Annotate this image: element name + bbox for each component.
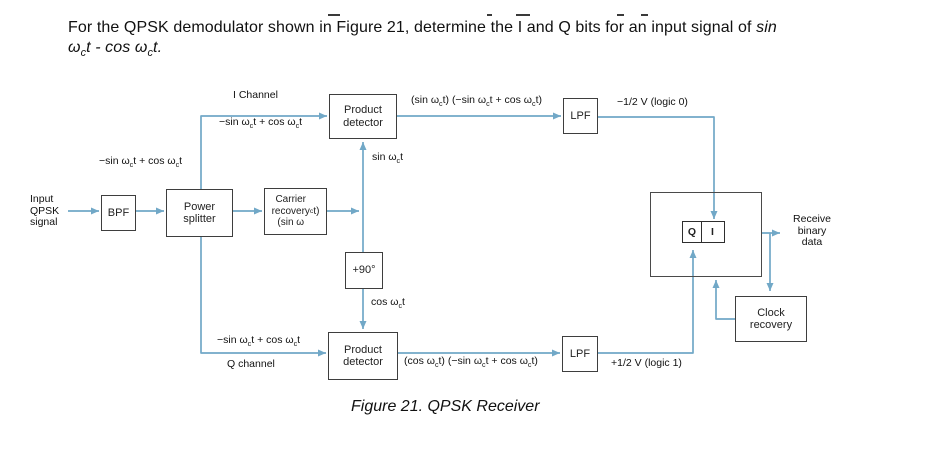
question-line-1: For the QPSK demodulator shown in Figure… <box>68 18 908 38</box>
product-top-output-label: (sin ωct) (−sin ωct + cos ωct) <box>411 94 542 109</box>
cos-carrier-label: cos ωct <box>371 296 405 311</box>
product-bottom-output-label: (cos ωct) (−sin ωct + cos ωct) <box>404 355 538 370</box>
scan-artifact-dash <box>617 14 624 16</box>
wire-lpftop-to-register <box>598 116 718 219</box>
scan-artifact-dash <box>641 14 648 16</box>
bpf-block: BPF <box>101 195 136 231</box>
question-line1-normal: For the QPSK demodulator shown in Figure… <box>68 19 757 36</box>
logic0-label: −1/2 V (logic 0) <box>617 96 688 108</box>
wire-clock-to-register <box>712 280 735 320</box>
lpf-top-block: LPF <box>563 98 598 134</box>
figure-caption: Figure 21. QPSK Receiver <box>351 398 540 415</box>
wire-lpfbottom-to-register <box>598 250 697 354</box>
logic1-label: +1/2 V (logic 1) <box>611 357 682 369</box>
register-q-cell: Q <box>682 221 702 243</box>
wire-i-channel <box>200 112 327 189</box>
i-channel-label: I Channel <box>233 89 278 101</box>
question-line1-italic: sin <box>756 19 777 36</box>
scan-artifact-dash <box>516 14 530 16</box>
i-signal-label: −sin ωct + cos ωct <box>219 116 303 131</box>
phase-shift-90-block: +90° <box>345 252 383 289</box>
scan-artifact-dash <box>487 14 492 16</box>
q-channel-label: Q channel <box>227 358 275 370</box>
splitter-signal-label: −sin ωct + cos ωct <box>99 155 183 170</box>
bit-register-block: Q I <box>650 192 762 277</box>
scan-artifact-dash <box>328 14 340 16</box>
question-line-2: ωct - cos ωct. <box>68 39 163 60</box>
register-i-cell: I <box>700 221 725 243</box>
question-text: For the QPSK demodulator shown in Figure… <box>68 18 908 60</box>
sin-carrier-label: sin ωct <box>372 151 404 166</box>
q-signal-label: −sin ωct + cos ωct <box>217 334 301 349</box>
wire-q-channel <box>200 237 326 357</box>
lpf-bottom-block: LPF <box>562 336 598 372</box>
